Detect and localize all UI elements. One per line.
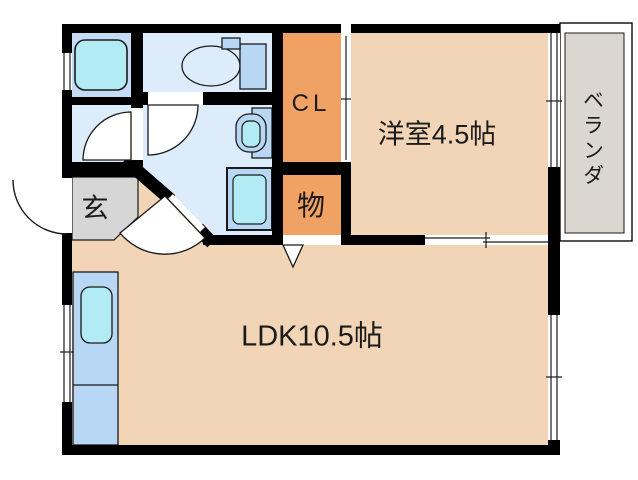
western-veranda-window bbox=[548, 33, 560, 167]
bath-window bbox=[62, 53, 72, 90]
genkan-label: 玄 bbox=[81, 193, 109, 224]
western-room-label: 洋室4.5帖 bbox=[377, 119, 497, 150]
veranda-floor bbox=[564, 32, 625, 234]
washbasin-bowl bbox=[241, 120, 261, 148]
toilet-bowl bbox=[181, 45, 241, 87]
washroom-door-panel bbox=[165, 194, 205, 235]
closet-label: CL bbox=[291, 90, 331, 117]
bathtub bbox=[74, 39, 128, 91]
toilet-tank bbox=[239, 43, 267, 90]
wall-left bbox=[62, 24, 72, 455]
entrance-opening bbox=[62, 178, 72, 233]
wall-closet-left bbox=[272, 24, 283, 245]
wall-genkan-top bbox=[62, 162, 138, 177]
washroom-door-swing bbox=[119, 195, 206, 255]
ldk-left-window bbox=[62, 305, 72, 402]
wall-top bbox=[62, 24, 560, 33]
wall-washroom-bottom bbox=[203, 235, 283, 245]
room-storage-floor bbox=[283, 175, 341, 235]
wall-bottom bbox=[62, 445, 560, 455]
wall-storage-western bbox=[341, 160, 351, 245]
room-closet-floor bbox=[283, 33, 341, 162]
toilet-door-opening bbox=[148, 92, 203, 105]
storage-door-opening bbox=[283, 235, 341, 245]
wall-diagonal bbox=[120, 155, 176, 205]
storage-folding-door bbox=[281, 244, 305, 269]
entrance-door-arc bbox=[12, 179, 68, 235]
anteroom-door-opening bbox=[131, 108, 143, 160]
room-western-floor bbox=[351, 33, 548, 235]
wall-bath-bottom bbox=[72, 97, 143, 105]
kitchen-sink bbox=[80, 286, 113, 344]
toilet-flush-box bbox=[221, 37, 241, 50]
wall-bath-toilet bbox=[131, 24, 143, 105]
toilet-door-swing bbox=[147, 104, 199, 156]
veranda-label: ベランダ bbox=[580, 89, 604, 189]
storage-label: 物 bbox=[296, 190, 326, 221]
wall-closet-storage bbox=[283, 162, 341, 175]
ldk-label: LDK10.5帖 bbox=[241, 320, 383, 353]
wall-western-ldk bbox=[351, 235, 425, 245]
anteroom-door-swing bbox=[82, 111, 132, 161]
washer-pan-inner bbox=[232, 174, 267, 225]
